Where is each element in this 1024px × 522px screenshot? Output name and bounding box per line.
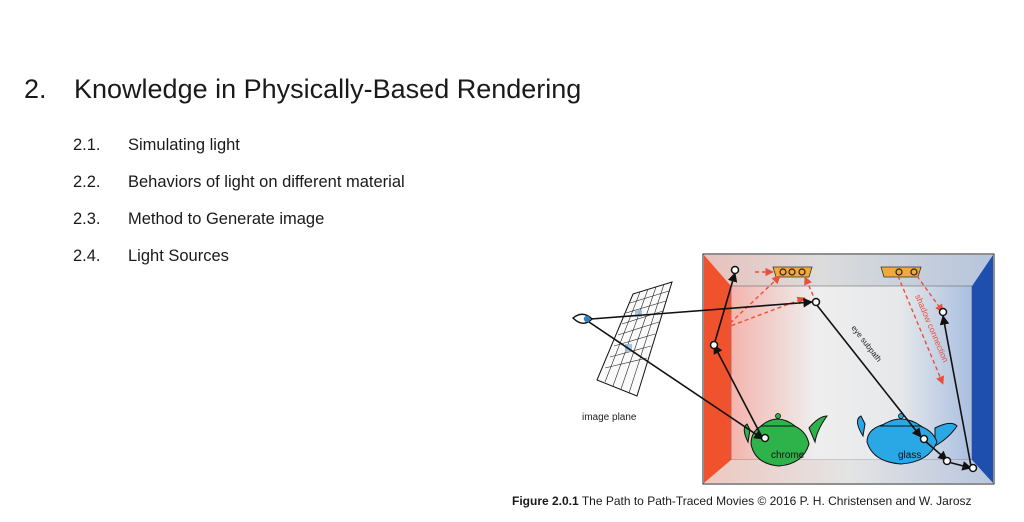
subsection-number: 2.3. [73,210,101,228]
list-item: 2.1. Simulating light [73,134,405,171]
cornell-box [702,253,995,485]
caption-label: Figure 2.0.1 [512,494,579,508]
subsection-number: 2.2. [73,173,101,191]
light-fixture-right [880,266,922,278]
image-plane-group [596,281,673,397]
section-title: Knowledge in Physically-Based Rendering [74,74,582,104]
list-item: 2.4. Light Sources [73,245,405,282]
label-chrome: chrome [771,450,805,461]
subsection-number: 2.1. [73,136,101,154]
subsection-number: 2.4. [73,247,101,265]
section-heading: 2. Knowledge in Physically-Based Renderin… [24,74,581,105]
caption-text: The Path to Path-Traced Movies © 2016 P.… [578,494,972,508]
figure-caption: Figure 2.0.1 The Path to Path-Traced Mov… [512,494,972,508]
right-wall [972,255,993,483]
subsection-list: 2.1. Simulating light 2.2. Behaviors of li… [73,134,405,282]
path-vertices [709,265,978,473]
label-image-plane: image plane [582,412,637,423]
section-number: 2. [24,74,47,104]
label-glass: glass [898,450,921,461]
image-plane [596,281,673,397]
ceiling [704,255,993,286]
subsection-title: Light Sources [128,247,229,265]
list-item: 2.3. Method to Generate image [73,208,405,245]
chrome-teapot [743,413,828,467]
list-item: 2.2. Behaviors of light on different mate… [73,171,405,208]
subsection-title: Simulating light [128,136,240,154]
path-tracing-figure: image plane eye subpath shadow connectio… [571,253,995,485]
eye-paths [588,272,972,471]
eye-icon [571,313,593,324]
subsection-title: Method to Generate image [128,210,325,228]
subsection-title: Behaviors of light on different material [128,173,405,191]
